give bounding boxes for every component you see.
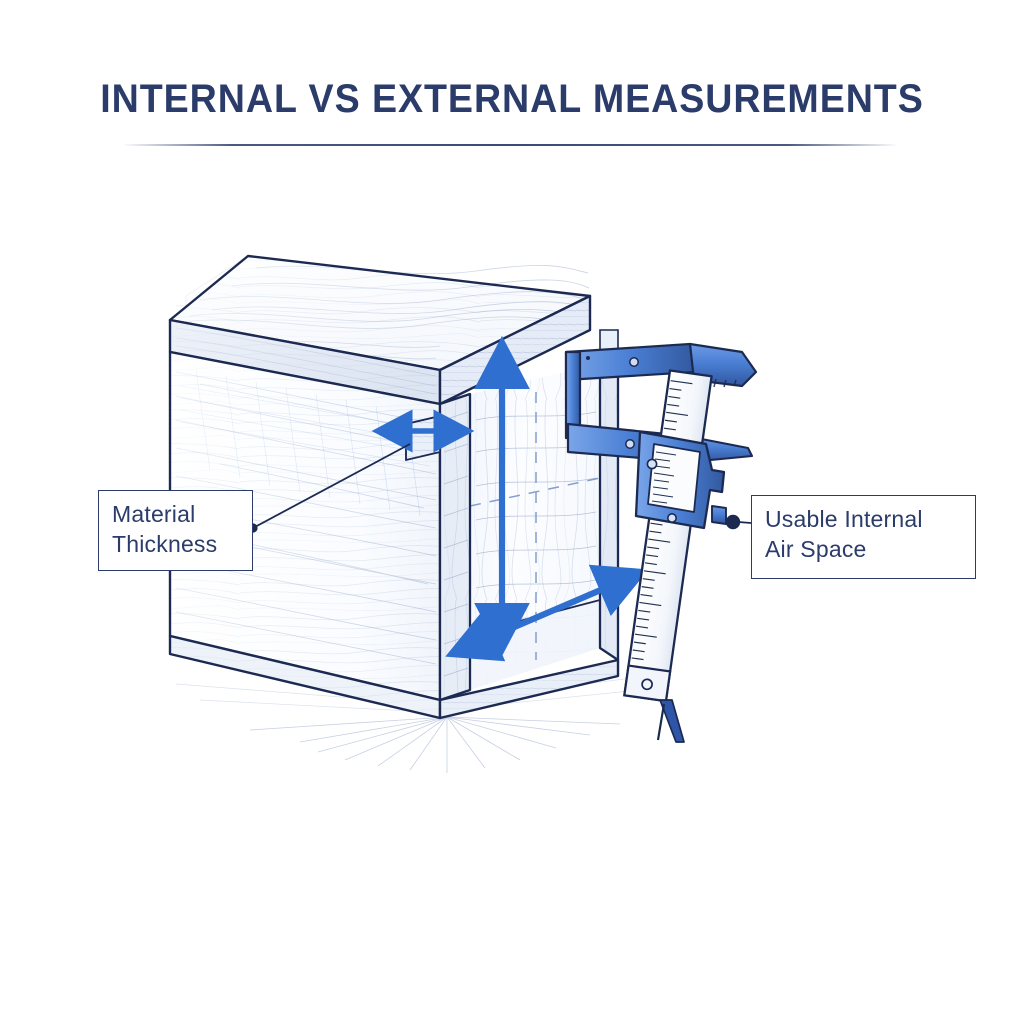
callout-air-space-line2: Air Space xyxy=(765,535,867,562)
caliper-slider-screw-bottom xyxy=(666,512,677,523)
wall-thickness-cutaway xyxy=(405,415,441,461)
internal-depth-arrow xyxy=(445,564,649,662)
leader-dot-air-space xyxy=(725,514,741,530)
title-block: INTERNAL VS EXTERNAL MEASUREMENTS xyxy=(0,77,1024,146)
caliper-depth-rod xyxy=(659,699,685,743)
page-title: INTERNAL VS EXTERNAL MEASUREMENTS xyxy=(100,77,924,121)
callout-material-thickness[interactable]: Material Thickness xyxy=(98,490,253,571)
box-top-grain xyxy=(181,264,590,360)
vernier-caliper xyxy=(564,342,758,743)
callout-material-thickness-line2: Thickness xyxy=(112,530,218,557)
dimension-arrows xyxy=(371,335,649,662)
caliper-slider-screw-top xyxy=(646,458,658,470)
title-divider xyxy=(124,144,896,146)
caliper-vernier-graduations xyxy=(651,451,677,504)
leader-line-material-thickness xyxy=(252,443,411,529)
callout-air-space-line1: Usable Internal xyxy=(765,506,923,532)
caliper-main-beam xyxy=(623,369,713,703)
caliper-thumb-wheel xyxy=(711,505,727,525)
wooden-box xyxy=(168,254,620,720)
callout-material-thickness-line1: Material xyxy=(112,501,196,527)
callout-usable-internal-air-space[interactable]: Usable Internal Air Space xyxy=(751,495,976,579)
